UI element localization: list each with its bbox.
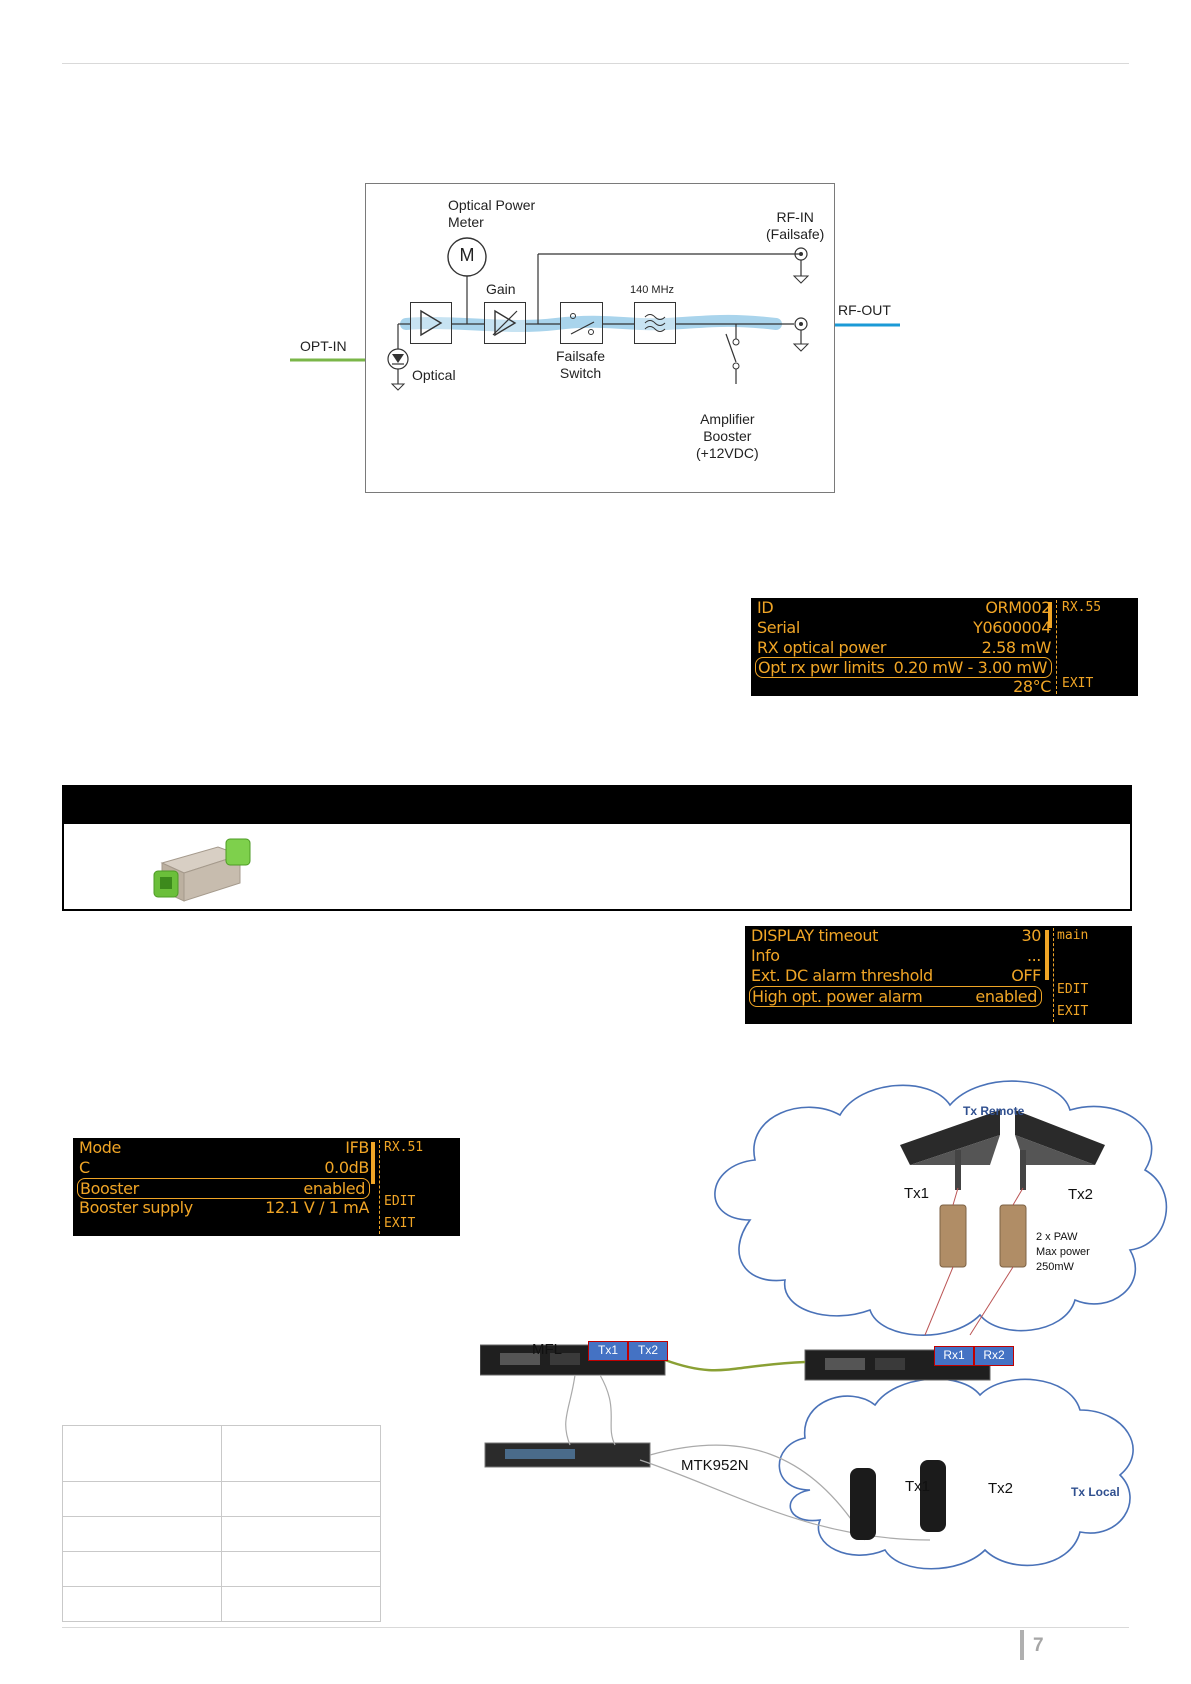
lcd-scrollbar <box>1048 602 1052 628</box>
lcd-divider <box>379 1140 381 1234</box>
remote-tx2-label: Tx2 <box>1068 1186 1094 1203</box>
amplifier-booster-label: Amplifier Booster (+12VDC) <box>696 411 759 461</box>
lcd-menu-id: main <box>1057 928 1089 943</box>
mtk-label: MTK952N <box>681 1457 749 1474</box>
filter-block <box>634 302 676 344</box>
remote-tx1-label: Tx1 <box>904 1185 930 1202</box>
note-header-bar <box>64 787 1130 824</box>
page-number: 7 <box>1033 1635 1044 1656</box>
lcd-edit-softkey[interactable]: EDIT <box>384 1194 416 1209</box>
lcd-divider <box>1056 600 1058 694</box>
mfl-tx1-chip: Tx1 <box>588 1341 628 1361</box>
rx1-chip: Rx1 <box>934 1346 974 1366</box>
header-rule <box>62 63 1129 64</box>
footer-rule <box>62 1627 1129 1628</box>
block-diagram: M Optical Power Meter Gain 140 MHz RF-IN… <box>365 183 835 493</box>
opt-in-label: OPT-IN <box>300 338 347 354</box>
meter-symbol: M <box>459 245 475 265</box>
signal-wiring <box>387 237 810 391</box>
lcd-exit-softkey[interactable]: EXIT <box>1057 1004 1089 1019</box>
local-tx1-label: Tx1 <box>905 1478 931 1495</box>
filter-label: 140 MHz <box>630 284 675 296</box>
rf-in-label: RF-IN (Failsafe) <box>766 209 825 242</box>
lcd-temperature: 28°C <box>1013 677 1051 696</box>
optical-label: Optical <box>412 367 456 383</box>
lcd-scrollbar <box>1045 930 1049 980</box>
tx-remote-label: Tx Remote <box>963 1104 1025 1118</box>
lcd-exit-softkey[interactable]: EXIT <box>384 1216 416 1231</box>
sc-adapter-image <box>153 838 251 902</box>
failsafe-switch-label: Failsafe Switch <box>556 348 606 381</box>
lcd-menu-id: RX.51 <box>384 1140 424 1155</box>
table-row <box>62 1551 381 1587</box>
network-diagram-drawing <box>480 1080 1168 1570</box>
table-row <box>62 1516 381 1552</box>
paw-label: 2 x PAW Max power 250mW <box>1036 1231 1090 1273</box>
lcd-exit-softkey[interactable]: EXIT <box>1062 676 1094 691</box>
optical-power-meter-label: Optical Power Meter <box>448 197 536 230</box>
table-row <box>62 1481 381 1517</box>
table-row <box>62 1586 381 1622</box>
note-box <box>62 785 1132 911</box>
page-number-bar <box>1020 1630 1024 1660</box>
tx-local-label: Tx Local <box>1071 1485 1120 1499</box>
rf-out-label: RF-OUT <box>838 302 891 318</box>
optical-amplifier-block <box>410 302 452 344</box>
gain-label: Gain <box>486 281 516 297</box>
failsafe-switch-block <box>560 302 603 344</box>
gain-block <box>484 302 526 344</box>
lcd-row: Info... <box>751 946 1041 965</box>
lcd-scrollbar <box>371 1142 375 1184</box>
table-row <box>62 1425 381 1482</box>
spec-table <box>62 1425 381 1622</box>
mfl-tx2-chip: Tx2 <box>628 1341 668 1361</box>
local-tx2-label: Tx2 <box>988 1480 1014 1497</box>
lcd-edit-softkey[interactable]: EDIT <box>1057 982 1089 997</box>
lcd-menu-id: RX.55 <box>1062 600 1102 615</box>
lcd-divider <box>1053 928 1055 1022</box>
rx2-chip: Rx2 <box>974 1346 1014 1366</box>
mfl-label: MFL <box>532 1341 562 1358</box>
